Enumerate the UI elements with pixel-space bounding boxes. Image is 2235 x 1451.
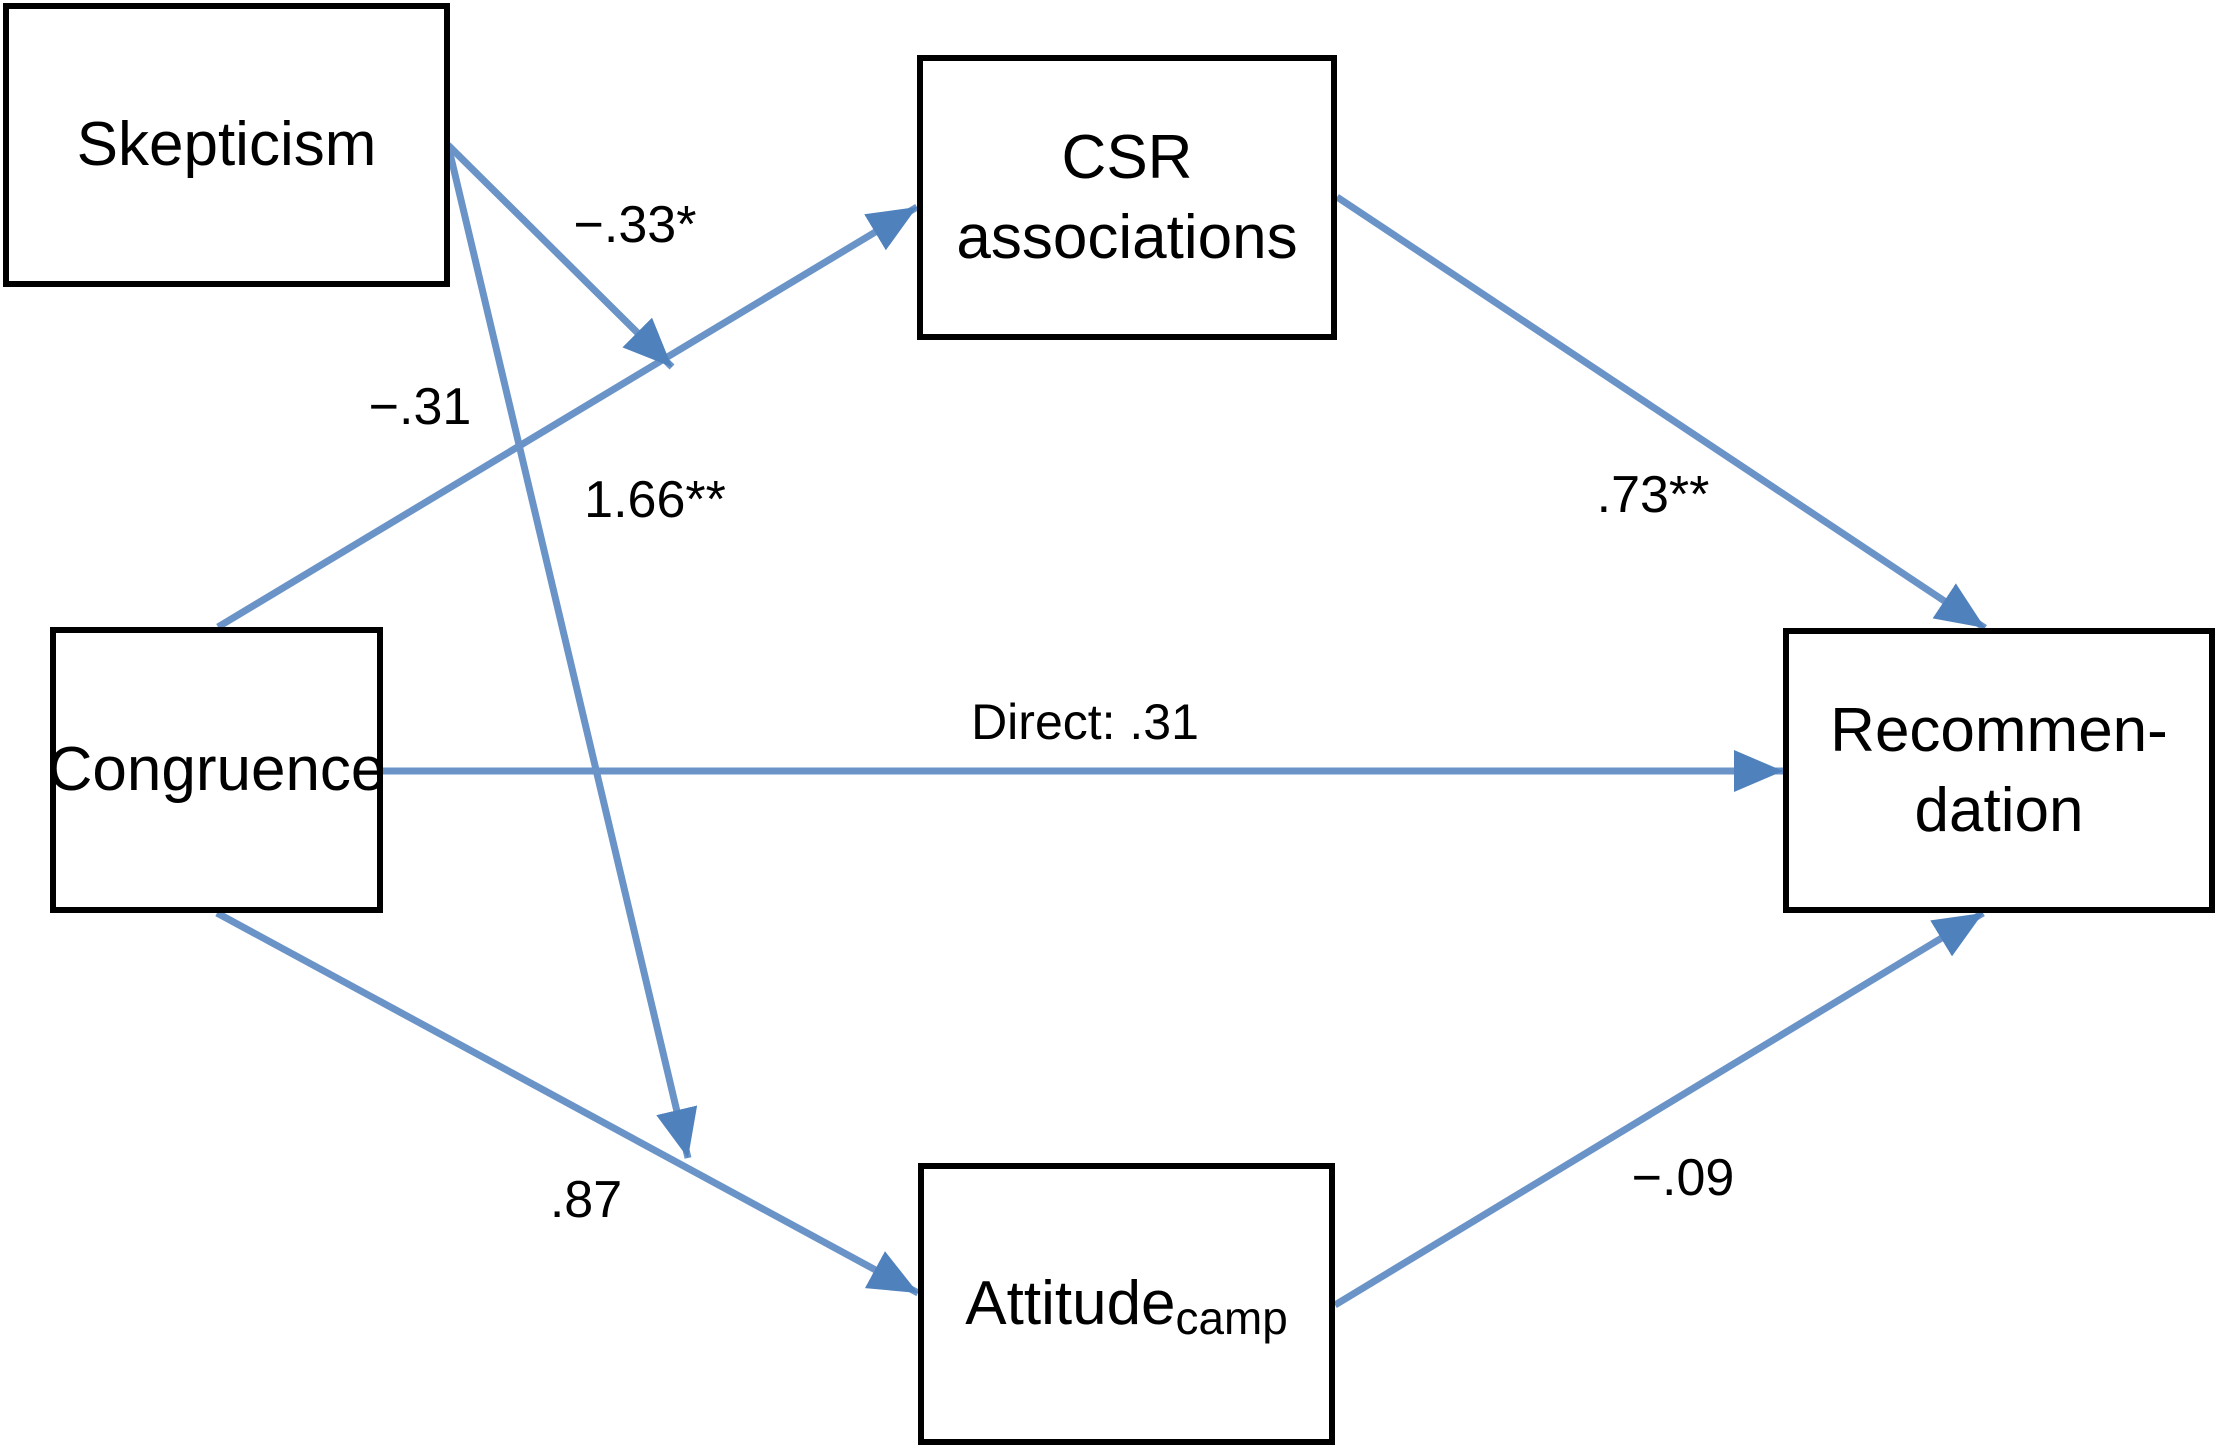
node-congruence-label: Congruence [47,735,386,805]
edge-label-skepticism-moderation-attitude: −.31 [368,378,472,436]
edge-attitude-to-recommendation [1333,910,1985,1308]
edge-label-direct-effect: Direct: .31 [971,694,1199,750]
node-recommendation: Recommen-dation [1783,628,2215,913]
edge-label-attitude-recommendation: −.09 [1631,1149,1735,1207]
edge-csr-to-recommendation [1335,194,1987,631]
node-congruence: Congruence [47,627,386,913]
edge-label-congruence-csr: 1.66** [584,471,726,529]
edge-skepticism-moderation-csr-path [445,142,675,370]
node-attitude-subscript: camp [1175,1292,1288,1345]
node-recommendation-label: Recommen-dation [1830,696,2168,845]
node-skepticism: Skepticism [3,3,450,287]
edge-congruence-to-attitude [215,909,920,1297]
edge-label-csr-recommendation: .73** [1596,466,1710,524]
edge-skepticism-moderation-attitude-path [444,144,698,1159]
edge-label-congruence-attitude: .87 [549,1171,623,1229]
edge-congruence-to-csr [216,203,919,631]
node-attitude-label: Attitudecamp [965,1269,1288,1345]
node-skepticism-label: Skepticism [76,110,377,180]
edge-label-skepticism-moderation-csr: −.33* [573,196,697,254]
node-attitude-camp: Attitudecamp [918,1163,1335,1445]
